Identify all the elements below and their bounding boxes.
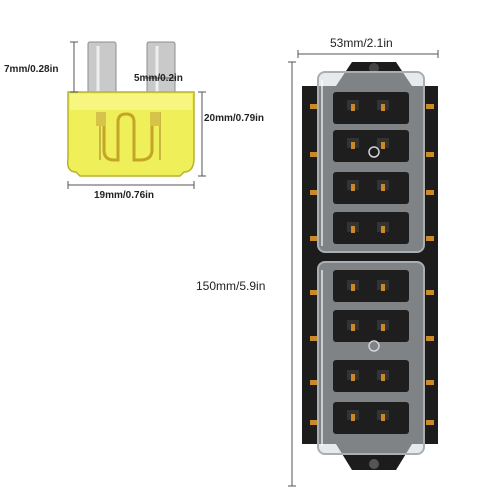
- fuse-slot: [333, 360, 409, 392]
- fuse-slot: [333, 402, 409, 434]
- fuse-slot: [333, 270, 409, 302]
- fuse-slot: [333, 130, 409, 162]
- fuse-element: [102, 112, 154, 162]
- fuse-box: [288, 50, 439, 487]
- fuse-box-width-label: 53mm/2.1in: [330, 36, 393, 50]
- fuse-slot: [333, 310, 409, 342]
- fuse-pin-height-label: 7mm/0.28in: [4, 64, 59, 75]
- fuse-body-height-label: 20mm/0.79in: [204, 113, 265, 124]
- fuse-slot: [333, 172, 409, 204]
- side-terminals: [310, 104, 434, 425]
- fuse-slots: [333, 92, 409, 434]
- fuse-body-width-label: 19mm/0.76in: [94, 190, 155, 201]
- fuse-box-height-label: 150mm/5.9in: [196, 279, 266, 293]
- fuse-slot: [333, 212, 409, 244]
- fuse-pin-width-label: 5mm/0.2in: [134, 73, 183, 84]
- blade-fuse: [66, 41, 206, 189]
- fuse-slot: [333, 92, 409, 124]
